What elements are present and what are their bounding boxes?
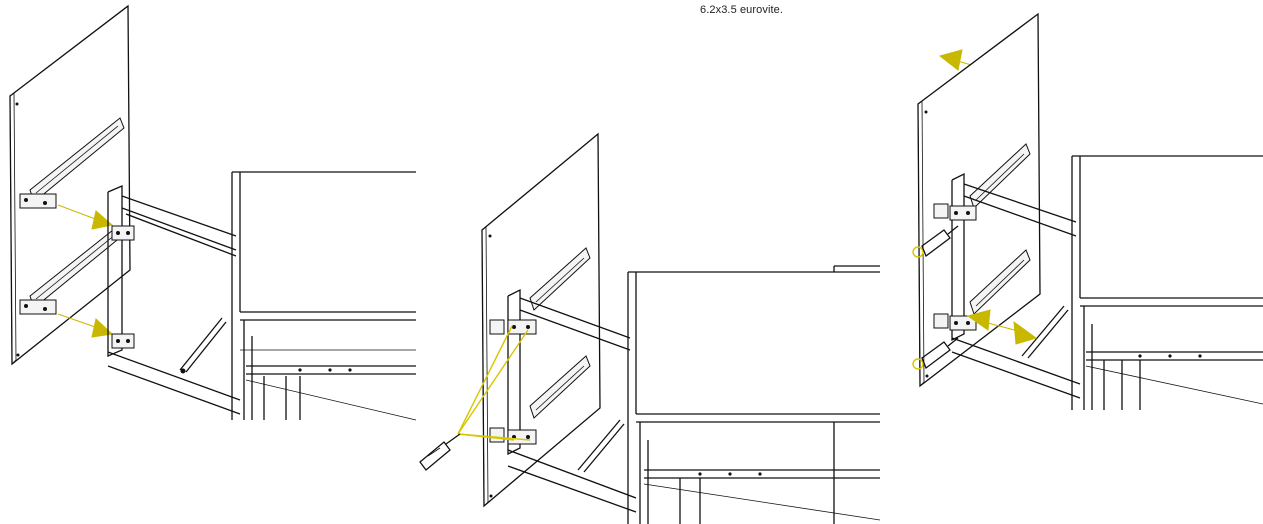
screwdriver-icon <box>912 225 959 258</box>
step-2-illustration <box>419 132 881 524</box>
drawer-frame <box>933 172 1081 399</box>
arrow-icon <box>57 204 114 230</box>
screwdriver-icon <box>912 337 959 370</box>
runner-top <box>529 247 591 311</box>
step-3-illustration <box>912 12 1263 410</box>
screwdriver-icon <box>419 325 531 471</box>
runner-bottom <box>529 355 591 419</box>
cabinet-box <box>627 265 881 524</box>
arrow-icon <box>57 313 114 338</box>
cabinet-box <box>231 171 417 421</box>
step-1-illustration <box>9 4 417 421</box>
cabinet-box <box>1071 155 1263 410</box>
runner-top <box>969 143 1031 209</box>
screw-spec-caption: 6.2x3.5 eurovite. <box>700 4 784 16</box>
runner-bottom <box>969 249 1031 315</box>
runner-top <box>19 117 125 209</box>
double-arrow-icon <box>966 309 1038 345</box>
drawer-frame <box>107 185 241 415</box>
